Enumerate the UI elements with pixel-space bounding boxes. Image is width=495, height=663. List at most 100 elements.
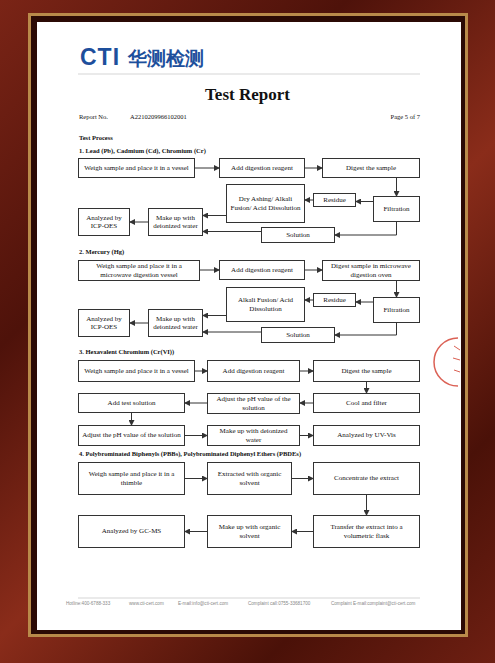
flow-arrow	[305, 270, 322, 271]
flow-arrow	[366, 382, 367, 393]
footer-rule	[78, 598, 420, 599]
box-text-group: Add digestion reagent	[231, 266, 293, 274]
flow-arrow	[335, 323, 397, 335]
header-rule	[78, 74, 420, 75]
logo-chinese: 华测检测	[128, 46, 204, 72]
box-text-group: Alkali Fusion/ Acid Dissolution	[230, 296, 301, 312]
box-text-group: Analyzed by ICP-OES	[82, 214, 126, 230]
process-box: Transfer the extract into a volumetric f…	[313, 515, 420, 548]
box-text: Filtration	[383, 205, 409, 213]
box-text-group: Adjust the pH value of the solution	[82, 431, 180, 439]
report-no-key: Report No.	[79, 113, 108, 120]
box-text-group: Weigh sample and place it in a vessel	[84, 367, 189, 375]
flow-arrow	[185, 478, 207, 479]
flow-arrow	[335, 222, 397, 235]
process-box: Add digestion reagent	[219, 260, 305, 280]
section-heading: 3. Hexavalent Chromium (Cr(VI))	[79, 348, 174, 355]
flow-arrow	[203, 215, 226, 216]
box-text-group: Analyzed by UV-Vis	[337, 431, 395, 439]
flow-arrow	[130, 222, 148, 223]
flow-arrow	[396, 178, 397, 196]
logo-letters: CTI	[80, 44, 120, 71]
box-text-group: Residue	[323, 296, 346, 304]
box-text-group: Digest sample in microwave digestion ove…	[326, 262, 416, 278]
flow-arrow	[185, 531, 207, 532]
footer-text: E-mail:info@cti-cert.com	[178, 601, 228, 606]
box-text: Concentrate the extract	[334, 474, 399, 482]
process-box: Cool and filter	[313, 393, 420, 413]
process-box: Concentrate the extract	[313, 462, 420, 495]
process-box: Alkali Fusion/ Acid Dissolution	[226, 287, 305, 322]
flow-arrow	[300, 403, 313, 404]
process-box: Filtration	[373, 297, 420, 323]
flow-arrow	[356, 201, 373, 202]
process-box: Analyzed by GC-MS	[78, 515, 185, 548]
process-box: Residue	[313, 293, 356, 307]
process-box: Solution	[261, 327, 335, 343]
flow-arrow	[396, 281, 397, 297]
flow-arrow	[195, 168, 219, 169]
process-box: Dry Ashing/ Alkali Fusion/ Acid Dissolut…	[226, 184, 305, 223]
process-box: Weigh sample and place it in a thimble	[78, 462, 185, 495]
box-text: Weigh sample and place it in a vessel	[84, 164, 189, 172]
box-text: Solution	[286, 331, 310, 339]
box-text-group: Cool and filter	[346, 399, 387, 407]
box-text: Filtration	[383, 306, 409, 314]
process-box: Analyzed by UV-Vis	[313, 425, 420, 446]
box-text: Transfer the extract into a volumetric f…	[317, 523, 416, 539]
box-text: Add digestion reagent	[231, 266, 293, 274]
box-text-group: Weigh sample and place it in a vessel	[84, 164, 189, 172]
process-box: Add test solution	[78, 393, 185, 413]
box-text-group: Transfer the extract into a volumetric f…	[317, 523, 416, 539]
box-text-group: Solution	[286, 231, 310, 239]
box-text: Residue	[323, 196, 346, 204]
box-text-group: Add digestion reagent	[223, 367, 285, 375]
footer-text: Complaint E-mail:complaint@cti-cert.com	[331, 601, 415, 606]
box-text: Add test solution	[108, 399, 156, 407]
process-box: Adjust the pH value of the solution	[78, 425, 185, 446]
box-text: Solution	[286, 231, 310, 239]
box-text-group: Make up with deionized water	[152, 214, 199, 230]
box-text-group: Weigh sample and place it in a thimble	[82, 470, 181, 486]
box-text: Analyzed by GC-MS	[102, 527, 162, 535]
box-text: Residue	[323, 296, 346, 304]
flow-arrow	[185, 403, 207, 404]
box-text-group: Concentrate the extract	[334, 474, 399, 482]
process-box: Make up with organic solvent	[207, 515, 292, 548]
flow-arrow	[130, 323, 148, 324]
flow-arrow	[200, 270, 219, 271]
flow-arrow	[300, 435, 313, 436]
flow-arrow	[203, 231, 261, 232]
page-number: Page 5 of 7	[391, 113, 420, 120]
box-text: Make up with organic solvent	[211, 523, 288, 539]
box-text: Alkali Fusion/ Acid Dissolution	[230, 296, 301, 312]
report-no-value: A2210209966102001	[130, 113, 187, 120]
process-box: Adjust the pH value of the solution	[207, 393, 300, 414]
flow-arrow	[195, 371, 207, 372]
box-text: Adjust the pH value of the solution	[211, 395, 296, 411]
process-box: Digest the sample	[322, 158, 420, 178]
section-heading: Test Process	[79, 134, 113, 141]
box-text: Digest the sample	[341, 367, 391, 375]
process-box: Solution	[261, 227, 335, 243]
box-text-group: Make up with deionized water	[211, 427, 296, 443]
flow-arrow	[292, 531, 313, 532]
process-box: Digest the sample	[313, 360, 420, 382]
box-text-group: Extracted with organic solvent	[211, 470, 288, 486]
section-heading: 2. Mercury (Hg)	[79, 248, 124, 255]
box-text: Analyzed by UV-Vis	[337, 431, 395, 439]
report-title: Test Report	[0, 85, 495, 105]
process-box: Digest sample in microwave digestion ove…	[322, 260, 420, 281]
box-text-group: Make up with deionized water	[152, 315, 199, 331]
flow-arrow	[305, 200, 313, 201]
box-text-group: Digest the sample	[341, 367, 391, 375]
box-text: Add digestion reagent	[231, 164, 293, 172]
flow-arrow	[203, 332, 261, 333]
footer-text: www.cti-cert.com	[129, 601, 164, 606]
box-text-group: Analyzed by GC-MS	[102, 527, 162, 535]
process-box: Residue	[313, 193, 356, 207]
box-text: Make up with deionized water	[152, 315, 199, 331]
box-text: Add digestion reagent	[223, 367, 285, 375]
section-heading: 4. Polybrominated Biphenyls (PBBs), Poly…	[79, 450, 301, 457]
box-text: Make up with deionized water	[211, 427, 296, 443]
